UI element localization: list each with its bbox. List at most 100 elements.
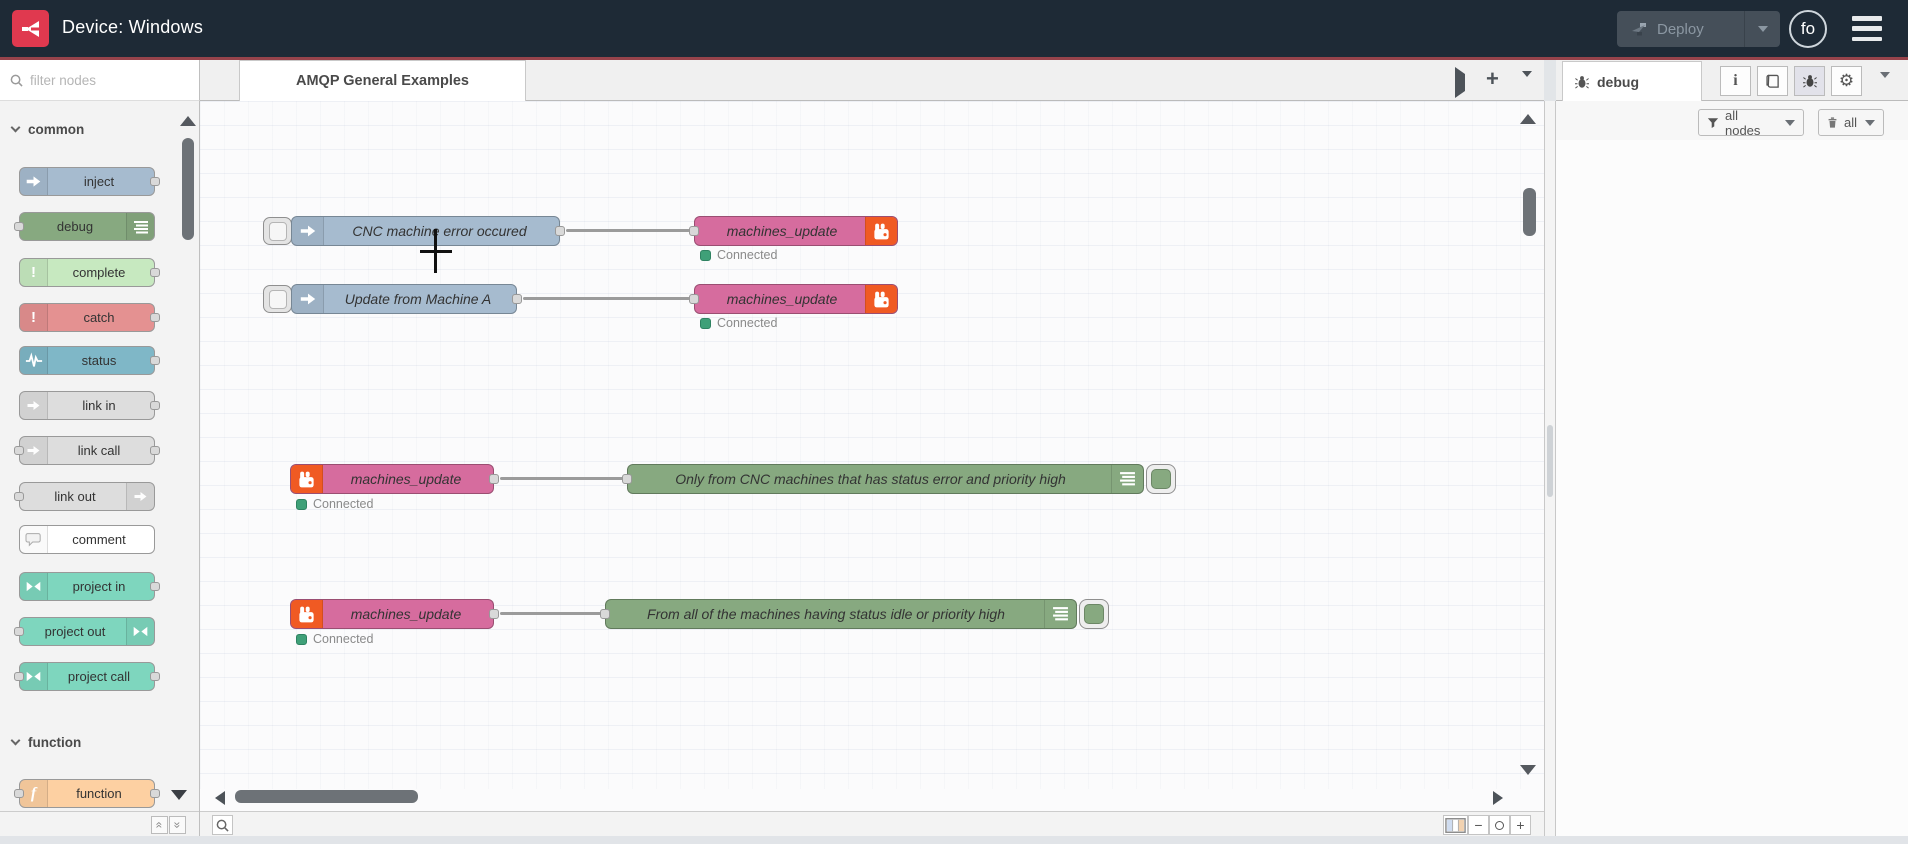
palette-node-link-call[interactable]: link call <box>14 436 160 465</box>
scroll-tabs-right-button[interactable] <box>1455 67 1465 98</box>
input-port <box>14 789 24 798</box>
canvas-scroll-right-arrow[interactable] <box>1493 791 1503 805</box>
wire[interactable] <box>523 297 690 300</box>
output-port[interactable] <box>489 609 499 619</box>
flow-list-button[interactable] <box>1522 71 1532 95</box>
zoom-reset-button[interactable] <box>1489 815 1510 835</box>
palette-scroll-down-arrow[interactable] <box>171 790 187 800</box>
deploy-button[interactable]: Deploy <box>1617 11 1780 47</box>
flow-node-inject-cnc[interactable]: CNC machine error occured <box>291 216 565 246</box>
flow-node-amqp-out-2[interactable]: machines_update <box>689 284 898 314</box>
expand-categories-button[interactable]: » <box>169 816 186 834</box>
node-label: CNC machine error occured <box>352 223 527 239</box>
palette-node-comment[interactable]: comment <box>19 525 155 554</box>
palette-node-status[interactable]: status <box>19 346 160 375</box>
palette-node-link-in[interactable]: link in <box>19 391 160 420</box>
config-tab-button[interactable]: ⚙ <box>1831 66 1862 96</box>
palette-node-complete[interactable]: ! complete <box>19 258 160 287</box>
flow-node-amqp-out-1[interactable]: machines_update <box>689 216 898 246</box>
tab-debug[interactable]: debug <box>1562 61 1702 101</box>
canvas-scroll-left-arrow[interactable] <box>215 791 225 805</box>
canvas-hscrollbar-thumb[interactable] <box>235 790 418 803</box>
status-text: Connected <box>717 248 778 262</box>
canvas-vscrollbar-thumb[interactable] <box>1523 188 1536 236</box>
navigator-button[interactable] <box>1443 815 1468 835</box>
input-port[interactable] <box>622 474 632 484</box>
palette-node-function[interactable]: f function <box>14 779 160 808</box>
sidebar-tabrow: debug i ⚙ <box>1556 60 1908 101</box>
palette-node-label: project call <box>67 669 131 684</box>
zoom-out-button[interactable]: − <box>1468 815 1489 835</box>
right-sidebar: debug i ⚙ <box>1556 60 1908 844</box>
info-tab-button[interactable]: i <box>1720 66 1751 96</box>
debug-tab-button[interactable] <box>1794 66 1825 96</box>
canvas-scroll-down-arrow[interactable] <box>1520 765 1536 775</box>
output-port[interactable] <box>512 294 522 304</box>
chevron-down-icon <box>1880 72 1890 95</box>
flow-node-amqp-in-1[interactable]: machines_update <box>290 464 499 494</box>
inject-button[interactable] <box>263 217 292 245</box>
filter-button-label: all nodes <box>1724 107 1761 138</box>
output-port[interactable] <box>489 474 499 484</box>
chevrons-down-icon: » <box>170 821 185 829</box>
palette-node-project-out[interactable]: project out <box>14 617 155 646</box>
debug-clear-button[interactable]: all <box>1818 109 1884 136</box>
function-f-icon: f <box>20 780 48 807</box>
rabbitmq-icon <box>291 465 323 493</box>
palette-category-function[interactable]: function <box>0 730 199 754</box>
search-icon <box>10 74 23 87</box>
palette-node-link-out[interactable]: link out <box>14 482 155 511</box>
wire[interactable] <box>500 612 605 615</box>
palette-node-debug[interactable]: debug <box>14 212 155 241</box>
splitter-drag-handle[interactable] <box>1547 425 1553 497</box>
palette-node-project-call[interactable]: project call <box>14 662 160 691</box>
palette-node-project-in[interactable]: project in <box>19 572 160 601</box>
input-port[interactable] <box>689 294 699 304</box>
palette-node-inject[interactable]: inject <box>19 167 160 196</box>
canvas-scroll-up-arrow[interactable] <box>1520 114 1536 124</box>
rabbitmq-icon <box>291 600 323 628</box>
zoom-in-button[interactable]: + <box>1510 815 1531 835</box>
flow-canvas[interactable]: CNC machine error occured machines_updat… <box>200 101 1544 836</box>
avatar[interactable]: fo <box>1789 10 1827 48</box>
sidebar-menu-button[interactable] <box>1880 72 1890 96</box>
deploy-options-button[interactable] <box>1744 11 1780 47</box>
sidebar-splitter[interactable] <box>1544 101 1556 836</box>
debug-filter-button[interactable]: all nodes <box>1698 107 1804 138</box>
main-menu-button[interactable] <box>1852 16 1882 41</box>
tab-amqp-general-examples[interactable]: AMQP General Examples <box>239 60 526 101</box>
speech-bubble-icon <box>20 526 48 553</box>
palette-node-label: link in <box>82 398 116 413</box>
flow-node-debug-error-high[interactable]: Only from CNC machines that has status e… <box>622 464 1144 494</box>
palette-scrollbar-thumb[interactable] <box>182 138 194 240</box>
add-flow-button[interactable]: + <box>1486 68 1499 90</box>
clear-button-label: all <box>1843 115 1857 130</box>
link-arrow-icon <box>20 392 48 419</box>
search-flows-button[interactable] <box>212 815 233 835</box>
filter-nodes-input[interactable] <box>30 72 180 88</box>
palette-category-common[interactable]: common <box>0 117 199 141</box>
project-icon <box>20 663 48 690</box>
node-label: Update from Machine A <box>344 291 492 307</box>
flow-node-debug-idle-high[interactable]: From all of the machines having status i… <box>600 599 1077 629</box>
deploy-icon <box>1632 22 1646 35</box>
input-port[interactable] <box>689 226 699 236</box>
debug-message-list[interactable] <box>1556 140 1908 844</box>
palette-node-label: project in <box>72 579 126 594</box>
wire[interactable] <box>566 229 690 232</box>
flow-node-amqp-in-2[interactable]: machines_update <box>290 599 499 629</box>
debug-toggle-button[interactable] <box>1079 599 1109 629</box>
inject-button[interactable] <box>263 285 292 313</box>
inject-arrow-icon <box>20 168 48 195</box>
help-tab-button[interactable] <box>1757 66 1788 96</box>
debug-list-icon <box>1044 600 1076 628</box>
flow-node-inject-update[interactable]: Update from Machine A <box>291 284 522 314</box>
wire[interactable] <box>500 477 627 480</box>
output-port[interactable] <box>555 226 565 236</box>
palette-node-catch[interactable]: ! catch <box>19 303 160 332</box>
palette-search[interactable] <box>0 60 200 101</box>
palette-scroll-up-arrow[interactable] <box>180 116 196 126</box>
input-port[interactable] <box>600 609 610 619</box>
collapse-categories-button[interactable]: « <box>151 816 168 834</box>
debug-toggle-button[interactable] <box>1146 464 1176 494</box>
